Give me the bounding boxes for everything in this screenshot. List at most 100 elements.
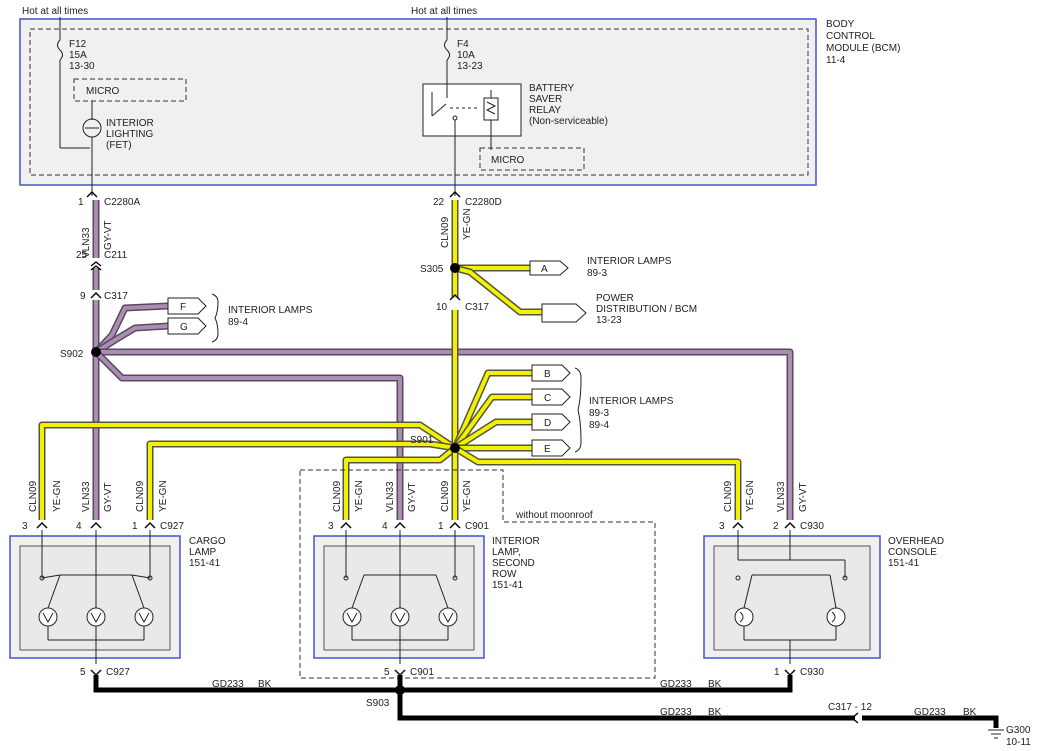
bcm-name-4: 11-4 (826, 55, 846, 66)
ref-bcde-desc-1: INTERIOR LAMPS (589, 396, 674, 407)
power-dist-3: 13-23 (596, 315, 622, 326)
brace-fg (211, 293, 219, 343)
c927-bot-name: C927 (106, 667, 130, 678)
c927-pin3: 3 (22, 521, 28, 532)
c317-mid-pin: 10 (436, 302, 448, 313)
c930-top-name: C930 (800, 521, 824, 532)
ref-fg-desc-1: INTERIOR LAMPS (228, 305, 313, 316)
battery-saver-relay-box (422, 83, 522, 137)
cargo-bulb-right-icon (134, 607, 154, 627)
ref-flag-d: D (531, 413, 571, 431)
splice-s902-dot (91, 347, 101, 357)
c930-bot-name: C930 (800, 667, 824, 678)
gd233-label-4: GD233 (914, 707, 946, 718)
cargo-wire-gyvt: GY-VT (103, 482, 114, 512)
wire-vln33-upper: VLN33 (81, 227, 92, 258)
second-bulb-center-icon (390, 607, 410, 627)
second-label-5: 151-41 (492, 580, 524, 591)
cargo-wire-yegn: YE-GN (52, 480, 63, 512)
connector-c2280d: 22 C2280D (433, 185, 502, 208)
gd233-label-2: GD233 (660, 679, 692, 690)
connector-c317-left: 9 C317 (80, 291, 128, 302)
ref-f-letter: F (180, 302, 186, 313)
bcm-name-2: CONTROL (826, 31, 875, 42)
c901-top-name: C901 (465, 521, 489, 532)
second-wire-cln09-b: CLN09 (440, 480, 451, 512)
bk-label-3: BK (708, 707, 722, 718)
c901-bot-name: C901 (410, 667, 434, 678)
c2280d-pin: 22 (433, 197, 445, 208)
c2280a-pin: 1 (78, 197, 84, 208)
c930-pin3: 3 (719, 521, 725, 532)
second-label-2: LAMP, (492, 547, 521, 558)
fet-label-2: LIGHTING (106, 129, 153, 140)
bk-label-4: BK (963, 707, 977, 718)
cargo-label-2: LAMP (189, 547, 217, 558)
wire-yegn-upper: YE-GN (462, 208, 473, 240)
splice-s901-dot (450, 443, 460, 453)
splice-s305-dot (450, 263, 460, 273)
power-dist-1: POWER (596, 293, 634, 304)
second-bulb-left-icon (342, 607, 362, 627)
fuse-f4-ref: 13-23 (457, 61, 483, 72)
fuse-f4-label: F4 (457, 39, 469, 50)
c901-bot-pin: 5 (384, 667, 390, 678)
ref-b-letter: B (544, 369, 551, 380)
ref-flag-power (541, 303, 587, 323)
c901-pin3: 3 (328, 521, 334, 532)
c901-pin1: 1 (438, 521, 444, 532)
splice-s305-label: S305 (420, 264, 444, 275)
hot-left-label: Hot at all times (22, 6, 88, 17)
second-wire-cln09: CLN09 (332, 480, 343, 512)
fuse-f12-label: F12 (69, 39, 87, 50)
relay-label-1: BATTERY (529, 83, 575, 94)
micro-right-label: MICRO (491, 155, 525, 166)
ref-flag-c: C (531, 388, 571, 406)
ref-fg-desc-2: 89-4 (228, 317, 248, 328)
relay-label-3: RELAY (529, 105, 561, 116)
c211-pin: 25 (76, 250, 88, 261)
second-wire-vln33: VLN33 (385, 481, 396, 512)
gd233-label-1: GD233 (212, 679, 244, 690)
ref-d-letter: D (544, 418, 551, 429)
moonroof-region (299, 469, 656, 679)
fuse-f4-rating: 10A (457, 50, 475, 61)
cargo-wire-yegn-b: YE-GN (158, 480, 169, 512)
splice-s903-dot (395, 685, 405, 695)
splice-s901-label: S901 (410, 435, 434, 446)
second-wire-gyvt: GY-VT (407, 482, 418, 512)
overhead-label-2: CONSOLE (888, 547, 937, 558)
c317-left-pin: 9 (80, 291, 86, 302)
overhead-label-1: OVERHEAD (888, 536, 944, 547)
overhead-console-module: 3 2 C930 OVERHEAD CONSOLE 151-41 (703, 521, 944, 664)
ref-a-letter: A (541, 264, 548, 275)
c317-left-name: C317 (104, 291, 128, 302)
splice-s903-label: S903 (366, 698, 390, 709)
wire-gyvt-upper: GY-VT (103, 220, 114, 250)
relay-label-2: SAVER (529, 94, 562, 105)
second-bulb-right-icon (438, 607, 458, 627)
cargo-label-3: 151-41 (189, 558, 221, 569)
g300-label: G300 (1006, 725, 1031, 736)
cargo-bulb-left-icon (38, 607, 58, 627)
ref-flag-g: G (167, 317, 207, 335)
connector-c2280a: 1 C2280A (78, 185, 140, 208)
fuse-f12-ref: 13-30 (69, 61, 95, 72)
power-dist-2: DISTRIBUTION / BCM (596, 304, 697, 315)
cargo-label-1: CARGO (189, 536, 226, 547)
ref-g-letter: G (180, 322, 188, 333)
wire-cln09-upper: CLN09 (440, 216, 451, 248)
bk-label-1: BK (258, 679, 272, 690)
c317-mid-name: C317 (465, 302, 489, 313)
overhead-bulb-left-icon (734, 607, 754, 627)
ref-bcde-desc-2: 89-3 (589, 408, 609, 419)
relay-switch-icon (431, 103, 447, 117)
s902-branches (92, 300, 794, 520)
c211-name: C211 (104, 250, 128, 261)
overhead-wire-gyvt: GY-VT (798, 482, 809, 512)
cargo-wire-cln09-b: CLN09 (135, 480, 146, 512)
second-label-3: SECOND (492, 558, 535, 569)
ref-flag-a: A (529, 260, 569, 276)
ref-flag-f: F (167, 297, 207, 315)
